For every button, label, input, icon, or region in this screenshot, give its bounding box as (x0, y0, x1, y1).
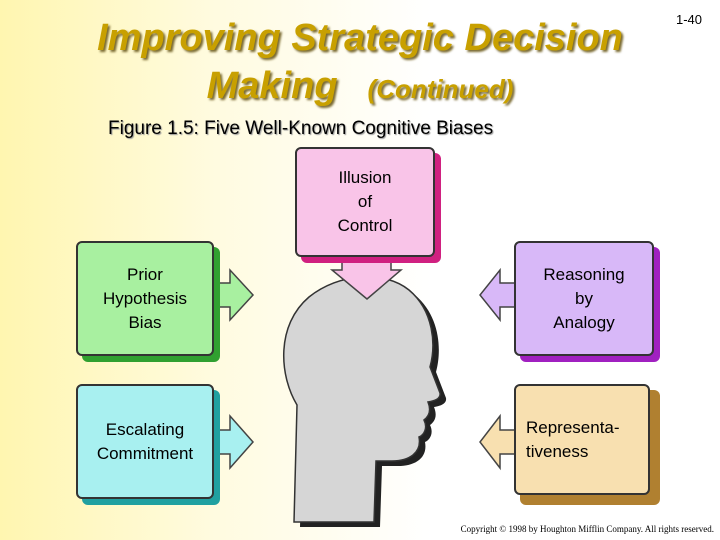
slide-title-line2: Making (Continued) (60, 64, 660, 111)
arrow-left-icon (479, 413, 518, 471)
bias-representativeness: Representa- tiveness (514, 384, 650, 495)
head-silhouette-icon (283, 276, 441, 523)
slide-number: 1-40 (675, 12, 702, 27)
slide-title-line1: Improving Strategic Decision (97, 17, 623, 59)
slide-title-continued: (Continued) (367, 74, 514, 104)
slide-title-making: Making (206, 65, 338, 107)
bias-escalating-commitment: Escalating Commitment (76, 384, 214, 499)
copyright-notice: Copyright © 1998 by Houghton Mifflin Com… (460, 524, 714, 534)
bias-illusion-of-control: Illusion of Control (295, 147, 435, 257)
bias-reasoning-by-analogy: Reasoning by Analogy (514, 241, 654, 356)
bias-prior-hypothesis: Prior Hypothesis Bias (76, 241, 214, 356)
arrow-left-icon (479, 267, 518, 323)
figure-caption: Figure 1.5: Five Well-Known Cognitive Bi… (108, 118, 494, 139)
